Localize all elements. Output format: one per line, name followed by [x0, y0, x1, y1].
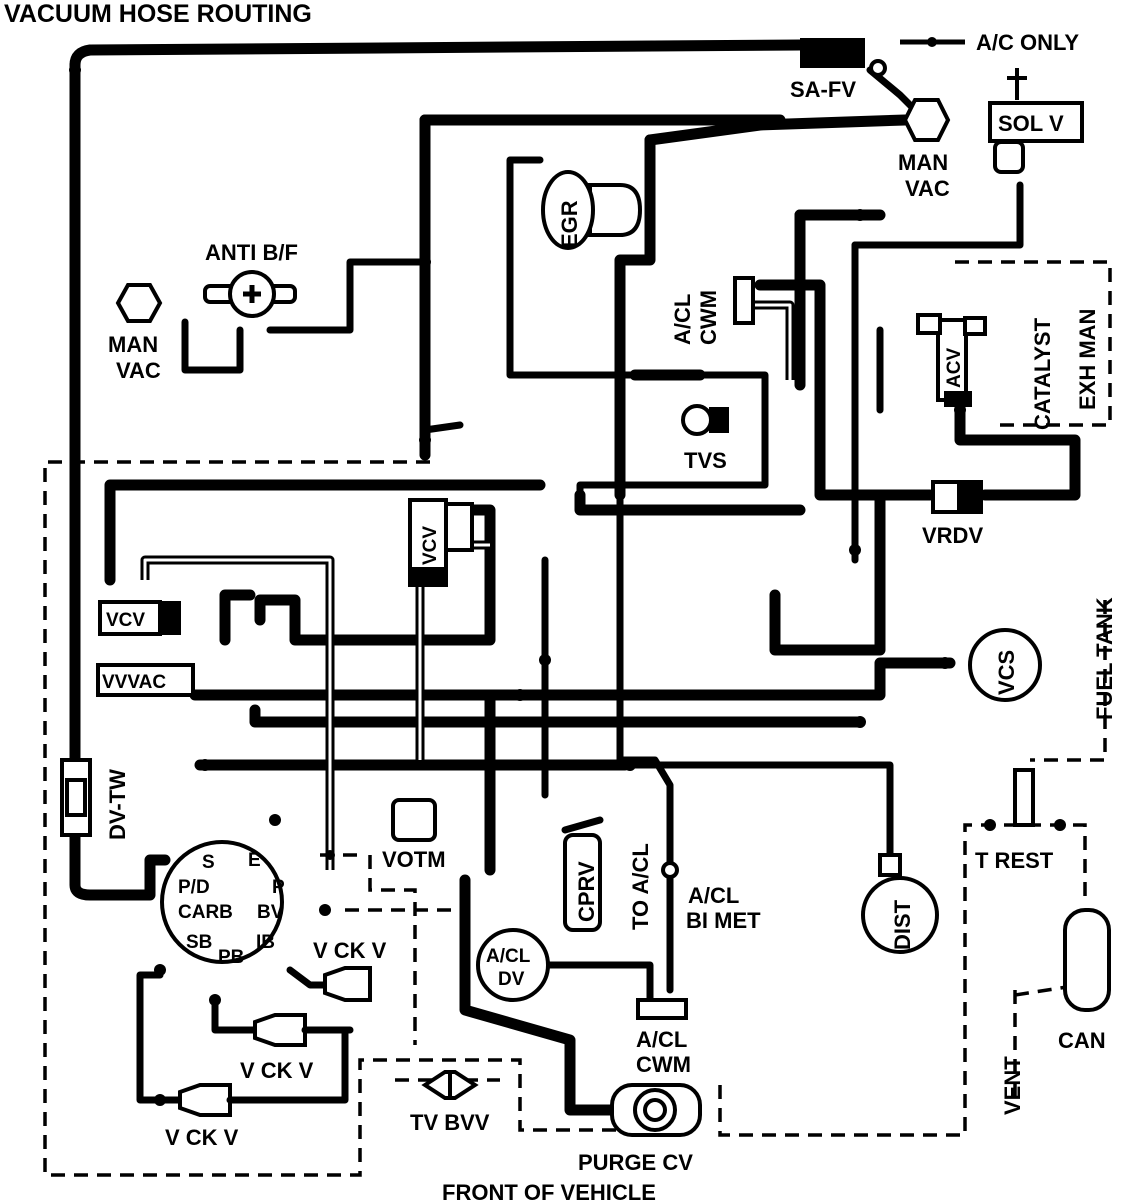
carb-port-pb: PB: [218, 947, 244, 968]
legend-ac-only: A/C ONLY: [900, 30, 1079, 55]
v-ck-v-3-label: V CK V: [165, 1125, 239, 1150]
man-vac-left-port: MAN VAC: [108, 283, 163, 383]
catalyst-label: CATALYST: [1030, 317, 1055, 430]
tvs-switch: TVS: [681, 404, 729, 473]
acl-cwm-bottom: A/CL CWM: [636, 998, 691, 1077]
v-ck-v-1-label: V CK V: [313, 938, 387, 963]
tv-bvv-label: TV BVV: [410, 1110, 490, 1135]
acl-dv-valve: A/CL DV: [476, 928, 550, 1002]
vvvac-valve: VVVAC: [96, 663, 195, 697]
acl-bi-met-label-1: A/CL: [688, 883, 739, 908]
man-vac-top-label-2: VAC: [905, 176, 950, 201]
vrdv-valve: VRDV: [922, 480, 983, 548]
v-ck-v-2: V CK V: [211, 1001, 354, 1083]
egr-valve: EGR: [541, 170, 643, 250]
man-vac-left-label-2: VAC: [116, 358, 161, 383]
acl-cwm-top-label-1: A/CL: [670, 294, 695, 345]
acl-cwm-top: A/CL CWM: [670, 276, 755, 345]
purge-cv-label: PURGE CV: [578, 1150, 693, 1175]
diagram-title: VACUUM HOSE ROUTING: [4, 0, 312, 28]
dv-tw-valve: DV-TW: [60, 758, 130, 840]
v-ck-v-2-label: V CK V: [240, 1058, 314, 1083]
dist-label: DIST: [890, 899, 915, 950]
anti-bf-label: ANTI B/F: [205, 240, 298, 265]
junction-dots: [69, 64, 1066, 1106]
vcv-top-label: VCV: [420, 526, 441, 565]
front-of-vehicle-label: FRONT OF VEHICLE: [442, 1180, 656, 1204]
carburetor: S E P/D P CARB BV SB PB IB: [160, 840, 285, 968]
acv-label: ACV: [944, 348, 965, 388]
acl-cwm-top-label-2: CWM: [696, 290, 721, 345]
cprv-valve: CPRV: [563, 833, 602, 932]
man-vac-top-port: MAN VAC: [898, 98, 951, 201]
acl-dv-label-2: DV: [498, 969, 525, 990]
man-vac-left-label-1: MAN: [108, 332, 158, 357]
carb-port-s: S: [202, 852, 215, 873]
carb-port-sb: SB: [186, 932, 212, 953]
carb-port-e: E: [248, 850, 261, 871]
legend-ac-only-label: A/C ONLY: [976, 30, 1079, 55]
exh-man-label: EXH MAN: [1075, 309, 1100, 410]
vcv-top-valve: VCV: [408, 498, 474, 587]
sa-fv-valve: SA-FV: [790, 38, 887, 102]
dv-tw-label: DV-TW: [105, 769, 130, 840]
main-hoses: [69, 39, 1081, 1116]
carb-port-p: P: [272, 877, 285, 898]
tvs-label: TVS: [684, 448, 727, 473]
carb-label: CARB: [178, 902, 233, 923]
vcv-left-valve: VCV: [98, 600, 181, 636]
sol-v-label: SOL V: [998, 111, 1064, 136]
acl-cwm-bottom-label-1: A/CL: [636, 1027, 687, 1052]
v-ck-v-3: V CK V: [136, 971, 349, 1150]
man-vac-top-label-1: MAN: [898, 150, 948, 175]
purge-cv-valve: PURGE CV: [578, 1083, 702, 1175]
can-label: CAN: [1058, 1028, 1106, 1053]
fuel-tank-label: FUEL TANK: [1092, 597, 1117, 720]
anti-bf-valve: ANTI B/F: [203, 240, 298, 318]
vcs-label: VCS: [994, 650, 1019, 695]
t-rest: T REST: [975, 768, 1054, 873]
double-line-hoses: [140, 300, 795, 870]
carb-port-bv: BV: [257, 902, 284, 923]
v-ck-v-1: V CK V: [286, 938, 387, 1002]
to-acl-label: TO A/CL: [628, 843, 653, 930]
vrdv-label: VRDV: [922, 523, 983, 548]
acl-dv-label-1: A/CL: [486, 946, 531, 967]
canister: CAN: [1058, 908, 1111, 1053]
votm-motor: VOTM: [382, 798, 446, 872]
carb-port-ib: IB: [256, 932, 275, 953]
t-rest-label: T REST: [975, 848, 1054, 873]
sa-fv-label: SA-FV: [790, 77, 856, 102]
carb-port-pd: P/D: [178, 877, 210, 898]
vent-label: VENT: [1000, 1056, 1025, 1115]
acl-bi-met-label-2: BI MET: [686, 908, 761, 933]
sol-v-valve: SOL V: [988, 68, 1084, 174]
egr-label: EGR: [557, 200, 582, 248]
acl-bi-met: A/CL BI MET: [661, 861, 761, 933]
votm-label: VOTM: [382, 847, 446, 872]
vvvac-label: VVVAC: [102, 672, 166, 693]
tv-bvv-valve: TV BVV: [410, 1070, 490, 1135]
cprv-label: CPRV: [574, 861, 599, 922]
distributor: DIST: [861, 853, 939, 954]
vcv-left-label: VCV: [106, 610, 145, 631]
vcs-valve: VCS: [968, 628, 1042, 702]
acl-cwm-bottom-label-2: CWM: [636, 1052, 691, 1077]
acv-valve: ACV: [916, 313, 987, 407]
